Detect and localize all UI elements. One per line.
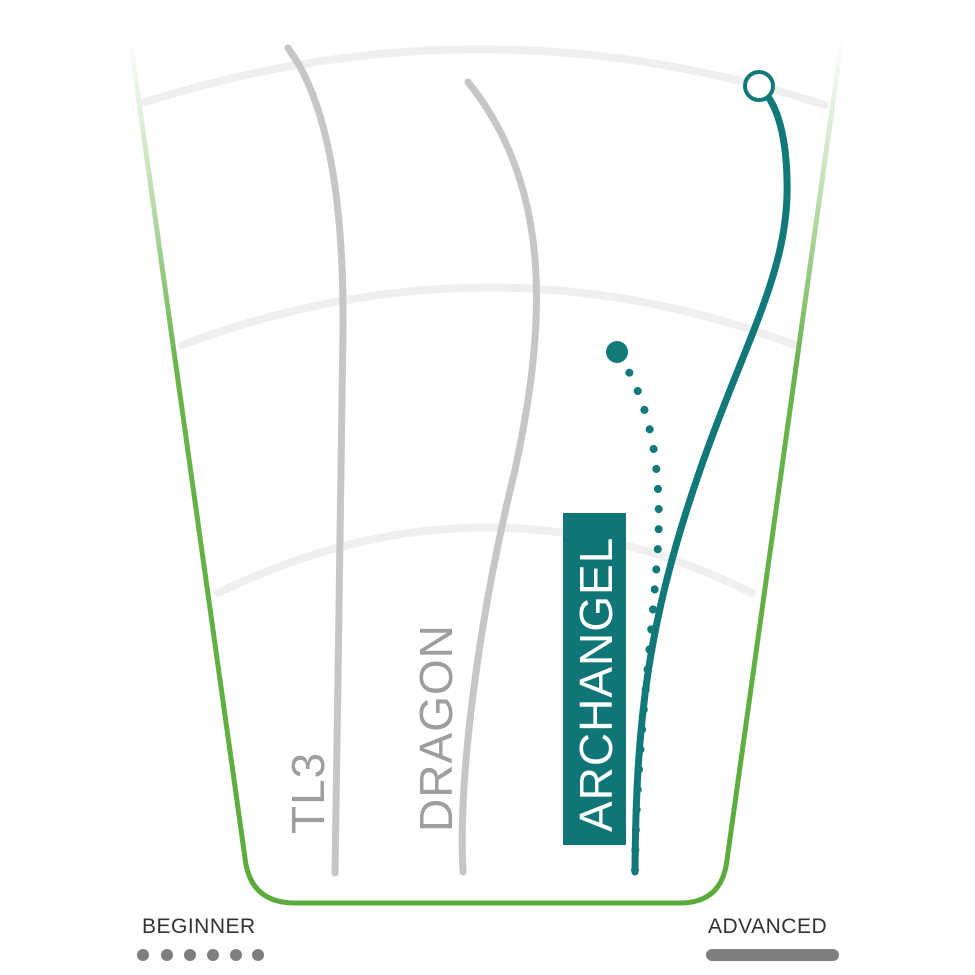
archangel-advanced-path <box>631 84 791 876</box>
disc-label-tl3: TL3 <box>282 752 334 834</box>
fairway-outline <box>127 37 845 906</box>
advanced-label: ADVANCED <box>708 915 828 938</box>
disc-label-dragon: DRAGON <box>410 624 462 832</box>
disc-label-archangel: ARCHANGEL <box>570 537 622 832</box>
archangel-label-background <box>563 513 626 845</box>
circle-marker-icon <box>743 70 775 102</box>
distance-arc-near <box>214 523 756 597</box>
archangel-beginner-path <box>613 348 663 874</box>
beginner-label: BEGINNER <box>142 915 256 938</box>
distance-arc-far <box>141 45 829 109</box>
circle-marker-icon <box>606 341 628 363</box>
tl3-flight-path <box>284 44 347 877</box>
distance-arcs <box>141 45 829 597</box>
dragon-flight-path <box>458 78 540 876</box>
solid-bar-indicator-icon <box>706 949 839 961</box>
distance-arc-mid <box>178 283 799 349</box>
dots-indicator-icon <box>137 949 264 961</box>
